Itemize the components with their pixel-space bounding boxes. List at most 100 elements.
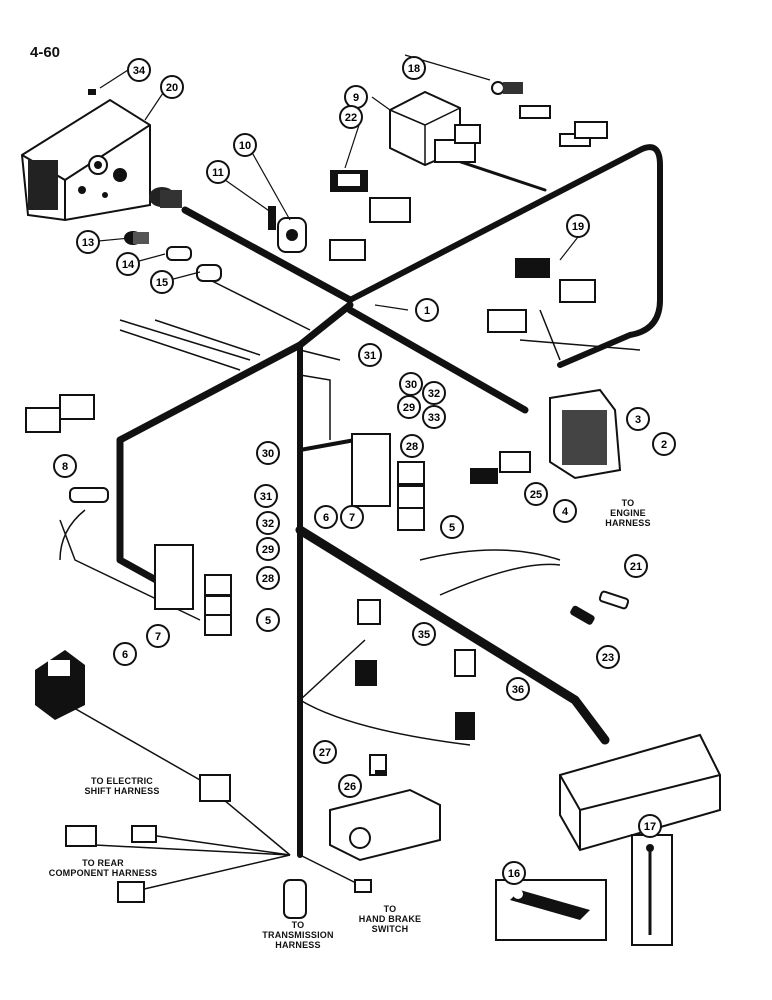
note-line: SWITCH (371, 924, 409, 934)
callout-circle (160, 75, 184, 99)
callout-circle (502, 861, 526, 885)
callout-number: 29 (403, 402, 415, 414)
callout-circle (422, 405, 446, 429)
callout-circle (399, 372, 423, 396)
main-harness (116, 144, 663, 858)
callout-circle (402, 56, 426, 80)
callout-number: 28 (406, 441, 418, 453)
callout-number: 5 (449, 522, 455, 534)
callout-number: 31 (364, 350, 376, 362)
callout-number: 3 (635, 414, 641, 426)
callout-circle (553, 499, 577, 523)
callout-number: 11 (212, 167, 224, 179)
callout-circle (256, 537, 280, 561)
callout-circle (415, 298, 439, 322)
note-line: TO (383, 904, 397, 914)
note-rear-component: TO REAR COMPONENT HARNESS (38, 858, 168, 878)
callout-circle (624, 554, 648, 578)
callout-number: 27 (319, 747, 331, 759)
callout-number: 4 (562, 506, 569, 518)
note-electric-shift: TO ELECTRIC SHIFT HARNESS (72, 776, 172, 796)
callout-number: 31 (260, 491, 272, 503)
callout-number: 7 (349, 512, 355, 524)
callout-circle (397, 395, 421, 419)
callout-number: 14 (122, 259, 135, 271)
callout-circle (233, 133, 257, 157)
callout-circle (440, 515, 464, 539)
callout-number: 29 (262, 544, 274, 556)
note-hand-brake: TO HAND BRAKE SWITCH (350, 904, 430, 934)
bracket (329, 754, 441, 862)
callout-circle (638, 814, 662, 838)
callout-number: 23 (602, 652, 614, 664)
part-17-box (631, 834, 673, 946)
callout-circle (256, 566, 280, 590)
callout-circle (76, 230, 100, 254)
callout-number: 5 (265, 615, 271, 627)
callout-number: 22 (345, 112, 357, 124)
callout-circle (338, 774, 362, 798)
left-connectors (25, 394, 109, 503)
note-line: TO (621, 498, 635, 508)
note-line: ENGINE (610, 508, 646, 518)
callout-circle (566, 214, 590, 238)
callout-circle (256, 608, 280, 632)
callout-number: 13 (82, 237, 94, 249)
callout-group: 1234556677891011131415161718192021222325… (53, 56, 676, 885)
bottom-left-connectors (65, 774, 372, 919)
callout-circle (313, 740, 337, 764)
callout-number: 33 (428, 412, 440, 424)
engine-connector (470, 388, 622, 484)
block-connector (559, 733, 721, 852)
callout-circle (127, 58, 151, 82)
callout-circle (422, 381, 446, 405)
callout-circle (626, 407, 650, 431)
callout-circle (506, 677, 530, 701)
callout-circle (146, 624, 170, 648)
callout-number: 32 (428, 388, 440, 400)
callout-circle (53, 454, 77, 478)
callout-number: 6 (323, 512, 329, 524)
callout-circle (116, 252, 140, 276)
thin-wires (59, 279, 641, 891)
callout-circle (339, 105, 363, 129)
note-line: SHIFT HARNESS (84, 786, 160, 796)
note-engine-harness: TO ENGINE HARNESS (593, 498, 663, 528)
callout-circle (412, 622, 436, 646)
multi-pin-connectors (329, 81, 608, 333)
callout-number: 34 (133, 65, 146, 77)
note-line: TO REAR (82, 858, 124, 868)
callout-number: 9 (353, 92, 359, 104)
callout-circle (358, 343, 382, 367)
note-line: TO (291, 920, 305, 930)
callout-circle (254, 484, 278, 508)
note-line: TO ELECTRIC (90, 776, 154, 786)
callout-circle (652, 432, 676, 456)
ignition-switch (268, 206, 307, 253)
callout-circle (206, 160, 230, 184)
callout-number: 26 (344, 781, 356, 793)
socket-connectors (124, 187, 222, 282)
note-transmission: TO TRANSMISSION HARNESS (250, 920, 346, 950)
callout-circle (400, 434, 424, 458)
callout-number: 6 (122, 649, 128, 661)
callout-circle (314, 505, 338, 529)
callout-circle (256, 441, 280, 465)
note-line: TRANSMISSION (262, 930, 334, 940)
callout-number: 18 (408, 63, 420, 75)
callout-circle (524, 482, 548, 506)
note-line: HARNESS (275, 940, 321, 950)
callout-number: 30 (262, 448, 274, 460)
callout-number: 2 (661, 439, 667, 451)
part-16-box (495, 879, 607, 941)
switch-36 (35, 650, 85, 720)
callout-number: 1 (424, 305, 430, 317)
callout-number: 10 (239, 140, 251, 152)
sensors (570, 590, 630, 625)
callout-number: 17 (644, 821, 656, 833)
callout-number: 15 (156, 277, 168, 289)
callout-number: 36 (512, 684, 524, 696)
pressure-switches (355, 599, 476, 740)
callout-number: 32 (262, 518, 274, 530)
